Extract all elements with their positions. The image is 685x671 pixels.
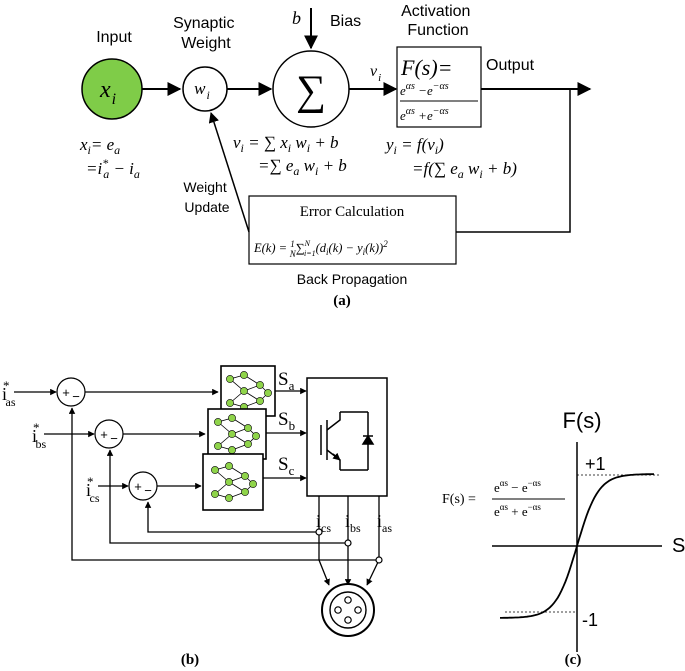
activation-box (396, 46, 482, 128)
panel-c: F(s) S +1 -1 F(s) = eαs − e−αs eαs + e−α… (442, 408, 685, 668)
error-title: Error Calculation (300, 204, 405, 220)
panel-a-label: (a) (333, 293, 351, 309)
minus-one-label: -1 (582, 610, 598, 630)
neural-net-b-graph (214, 414, 260, 454)
neural-net-a (220, 365, 276, 417)
feedback-a-line (68, 407, 376, 561)
switch-c-label: Sc (278, 454, 295, 478)
synaptic-weight-label: Synaptic Weight (173, 15, 239, 52)
formula-denominator: eαs + e−αs (494, 502, 541, 519)
input-node-label: xi (99, 77, 116, 108)
weight-node-label: wi (194, 79, 210, 102)
weight-update-arrow (208, 111, 250, 233)
sum-junction-b (94, 419, 124, 449)
plus-one-label: +1 (585, 454, 606, 474)
panel-b-label: (b) (181, 652, 199, 668)
weight-update-label: Weight Update (183, 179, 230, 215)
switch-a-label: Sa (278, 369, 295, 393)
panel-a: Input xi Synaptic Weight wi b Bias ∑ vi … (79, 3, 592, 309)
ref-current-a: i*as (2, 378, 16, 409)
inverter-box (306, 377, 388, 497)
igbt-emitter-arrow (332, 452, 341, 461)
sum-b-plus: + (100, 427, 108, 442)
sense-point-c (315, 528, 323, 536)
output-equation-1: yi = f(vi) (384, 135, 444, 157)
input-equation-1: xi= ea (79, 135, 120, 157)
neural-net-c (202, 453, 264, 511)
output-feedback-line (456, 89, 571, 233)
sum-junction-a (56, 377, 86, 407)
output-equation-2: =f(∑ ea wi + b) (412, 159, 517, 181)
activation-label: Activation Function (401, 3, 475, 39)
formula-lhs: F(s) = (442, 492, 476, 507)
x-axis-label: S (672, 535, 685, 557)
fs-axis-label: F(s) (562, 408, 601, 433)
sum-c-plus: + (134, 479, 142, 494)
sum-a-plus: + (62, 385, 70, 400)
tanh-curve (500, 473, 654, 619)
back-propagation-label: Back Propagation (297, 271, 408, 287)
summation-symbol: ∑ (296, 68, 326, 114)
panel-c-label: (c) (565, 652, 582, 668)
output-label: Output (486, 57, 535, 74)
sum-output-label: vi (370, 63, 381, 84)
feedback-b-line (106, 449, 345, 544)
formula-numerator: eαs − e−αs (494, 478, 541, 495)
neural-net-a-graph (226, 371, 272, 411)
error-box (248, 195, 457, 265)
input-equation-2: =i*a − ia (86, 156, 140, 181)
activation-fs: F(s)= (400, 55, 453, 80)
sum-junction-c (128, 471, 158, 501)
switch-b-label: Sb (278, 409, 295, 433)
phase-c-line (318, 496, 330, 586)
input-label: Input (96, 29, 132, 46)
sum-b-minus: − (110, 431, 118, 446)
panel-b: i*as i*bs i*cs + − + − + − (2, 365, 392, 668)
neural-net-c-graph (211, 462, 257, 502)
bias-label: Bias (330, 13, 361, 30)
sum-a-minus: − (72, 389, 80, 404)
sum-equation-1: vi = ∑ xi wi + b (233, 133, 339, 155)
sense-point-b (344, 539, 352, 547)
input-node (81, 58, 143, 120)
ref-current-c: i*cs (86, 474, 100, 505)
motor-icon (321, 583, 375, 637)
feedback-c-line (144, 501, 316, 533)
bias-symbol: b (292, 8, 301, 28)
phase-a-line (366, 496, 380, 586)
sum-equation-2: =∑ ea wi + b (258, 156, 347, 178)
neural-net-b (207, 408, 267, 460)
ref-current-b: i*bs (32, 420, 47, 451)
igbt-icon (320, 411, 375, 471)
sum-c-minus: − (144, 483, 152, 498)
sense-point-a (375, 556, 383, 564)
